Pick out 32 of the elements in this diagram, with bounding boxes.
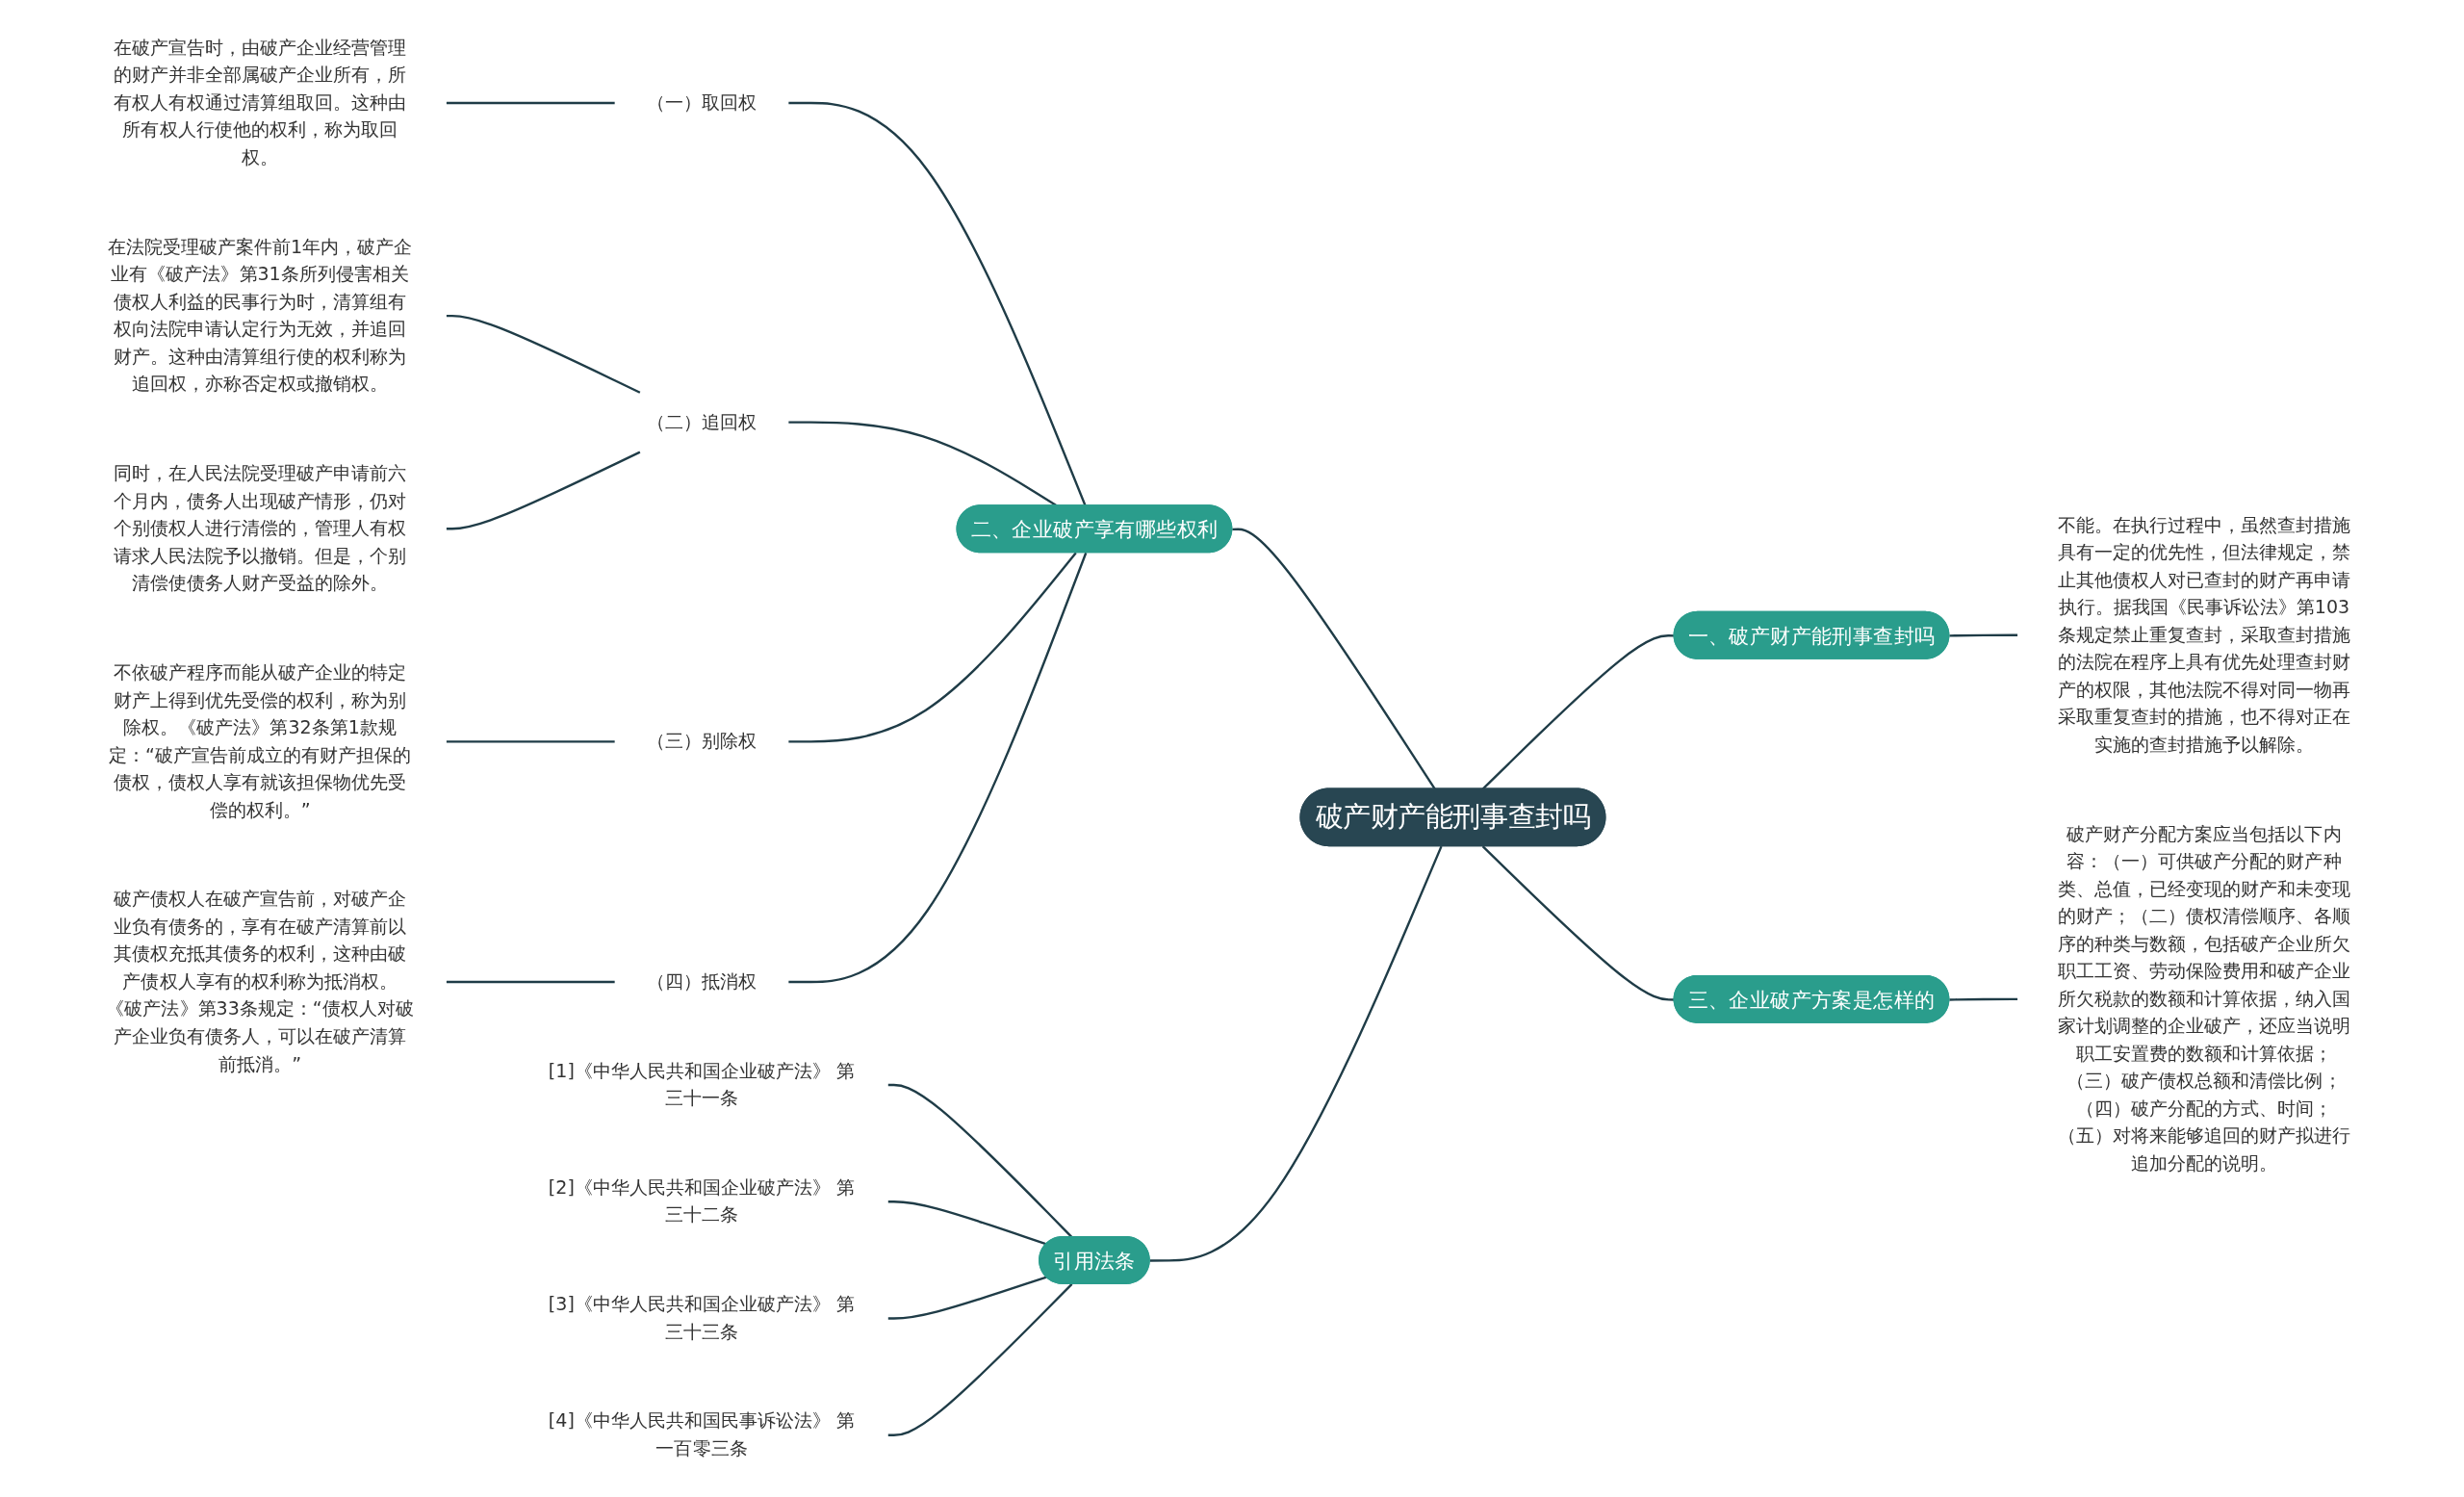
node-text: 不能。在执行过程中，虽然查封措施具有一定的优先性，但法律规定，禁止其他债权人对已查封的财产再申请执行。据我国《民事诉讼法》第103条规定禁止重复查封，采取查封措施的法院在程序上具有优先处理查封财产的权限，其他法院不得对同一物再采取重复查封的措施，也不得对正在实施的查封措施予以解除。 — [2057, 513, 2351, 756]
connector — [1481, 845, 1675, 1001]
connector — [446, 740, 615, 743]
node-text: 同时，在人民法院受理破产申请前六个月内，债务人出现破产情形，仍对个别债权人进行清偿的，管理人有权请求人民法院予以撤销。但是，个别清偿使债务人财产受益的除外。 — [113, 462, 407, 595]
connector — [788, 101, 1087, 506]
connector — [446, 980, 615, 984]
node-text: 在法院受理破产案件前1年内，破产企业有《破产法》第31条所列侵害相关债权人利益的民事行为时，清算组有权向法院申请认定行为无效，并追回财产。这种由清算组行使的权利称为追回权，亦称否定权或撤销权。 — [107, 235, 413, 396]
connector — [1949, 633, 2018, 637]
node-text: 在破产宣告时，由破产企业经营管理的财产并非全部属破产企业所有，所有权人有权通过清算组取回。这种由所有权人行使他的权利，称为取回权。 — [113, 37, 407, 168]
connector — [788, 552, 1088, 984]
node-text: [2]《中华人民共和国企业破产法》 第三十二条 — [548, 1176, 856, 1226]
connector — [1949, 997, 2018, 1001]
connector — [887, 1283, 1073, 1436]
connector — [446, 101, 615, 105]
connector — [788, 552, 1077, 743]
node-text: （二）追回权 — [646, 410, 757, 433]
connector — [446, 314, 641, 394]
node-text: （四）抵消权 — [646, 970, 757, 993]
node-text: 破产财产分配方案应当包括以下内容：（一）可供破产分配的财产种类、总值，已经变现的财产和未变现的财产；（二）债权清偿顺序、各顺序的种类与数额，包括破产企业所欠职工工资、劳动保险费用和破产企业所欠税款的数额和计算依据，纳入国家计划调整的企业破产，还应当说明职工安置费的数额和计算依据；（三）破产债权总额和清偿比例；（四）破产分配的方式、时间；（五）对将来能够追回的财产拟进行追加分配的说明。 — [2057, 822, 2351, 1174]
node-text: [4]《中华人民共和国民事诉讼法》 第一百零三条 — [548, 1409, 856, 1459]
node-text: [3]《中华人民共和国企业破产法》 第三十三条 — [548, 1293, 856, 1343]
connector — [887, 1083, 1073, 1238]
connector — [1481, 634, 1675, 790]
connector — [446, 451, 641, 530]
node-text: （三）别除权 — [646, 730, 757, 753]
connector — [887, 1276, 1047, 1320]
connector — [1149, 845, 1443, 1262]
node-text: 破产债权人在破产宣告前，对破产企业负有债务的，享有在破产清算前以其债权充抵其债务的权利，这种由破产债权人享有的权利称为抵消权。《破产法》第33条规定：“债权人对破产企业负有债务人，可以在破产清算前抵消。” — [106, 888, 414, 1075]
node-text: 不依破产程序而能从破产企业的特定财产上得到优先受偿的权利，称为别除权。《破产法》第32条第1款规定：“破产宣告前成立的有财产担保的债权，债权人享有就该担保物优先受偿的权利。” — [109, 661, 412, 821]
node-text: （一）取回权 — [646, 91, 757, 114]
connector — [1232, 528, 1436, 790]
node-text: [1]《中华人民共和国企业破产法》 第三十一条 — [548, 1059, 856, 1109]
